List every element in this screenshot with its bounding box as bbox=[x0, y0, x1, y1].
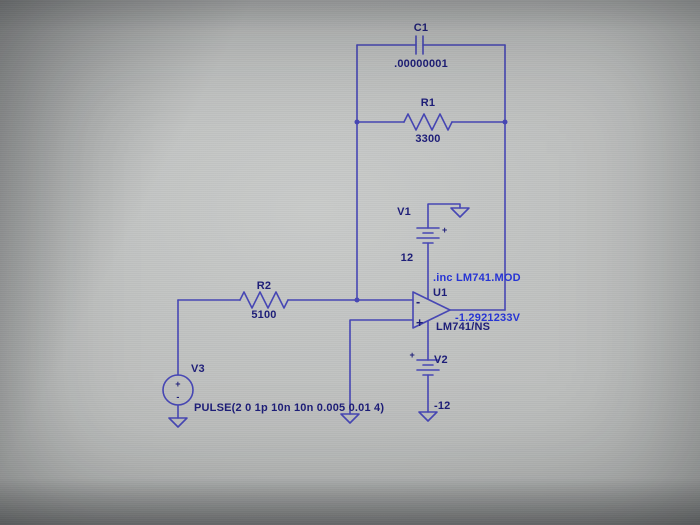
component-value-R1[interactable]: 3300 bbox=[415, 133, 440, 145]
resistor-zigzag bbox=[239, 291, 289, 309]
wire-net[interactable] bbox=[177, 44, 506, 419]
probe-voltage-readout[interactable]: -1.2921233V bbox=[455, 312, 521, 324]
ground-symbol-v3[interactable] bbox=[168, 417, 188, 428]
noninverting-input-sign: + bbox=[416, 316, 424, 330]
polarity-minus-sign: - bbox=[176, 392, 179, 402]
capacitor-C1[interactable]: C1 .00000001 bbox=[394, 22, 448, 70]
resistor-R2[interactable]: R2 5100 bbox=[239, 280, 289, 321]
resistor-zigzag bbox=[403, 113, 453, 131]
component-value-V2[interactable]: -12 bbox=[434, 400, 451, 412]
spice-directive-text[interactable]: .inc LM741.MOD bbox=[433, 272, 521, 284]
polarity-plus-sign: + bbox=[175, 379, 180, 389]
resistor-R1[interactable]: R1 3300 bbox=[403, 97, 453, 145]
voltage-source-V1[interactable]: + V1 12 bbox=[397, 206, 447, 264]
component-value-R2[interactable]: 5100 bbox=[251, 309, 276, 321]
junction-dot bbox=[354, 297, 360, 303]
component-model-U1[interactable]: LM741/NS bbox=[436, 321, 490, 333]
source-circle bbox=[162, 374, 194, 406]
ground-symbol-v1[interactable] bbox=[450, 207, 470, 218]
component-ref-V3[interactable]: V3 bbox=[191, 363, 205, 375]
polarity-plus-sign: + bbox=[442, 225, 447, 235]
component-ref-V1[interactable]: V1 bbox=[397, 206, 411, 218]
junction-dot bbox=[354, 119, 360, 125]
component-value-C1[interactable]: .00000001 bbox=[394, 58, 448, 70]
component-ref-C1[interactable]: C1 bbox=[414, 22, 428, 34]
voltage-source-V3[interactable]: + - V3 PULSE(2 0 1p 10n 10n 0.005 0.01 4… bbox=[162, 363, 384, 414]
component-value-V3[interactable]: PULSE(2 0 1p 10n 10n 0.005 0.01 4) bbox=[194, 402, 384, 414]
junction-dot bbox=[502, 119, 508, 125]
wire-v1-top-to-ground[interactable] bbox=[427, 203, 461, 229]
component-ref-U1[interactable]: U1 bbox=[433, 287, 447, 299]
component-value-V1[interactable]: 12 bbox=[401, 252, 414, 264]
ground-symbol-v2[interactable] bbox=[418, 411, 438, 422]
ground-symbol-noninverting[interactable] bbox=[340, 413, 360, 424]
opamp-U1[interactable]: - + U1 LM741/NS bbox=[412, 287, 490, 333]
inverting-input-sign: - bbox=[416, 295, 420, 309]
component-ref-R1[interactable]: R1 bbox=[421, 97, 435, 109]
voltage-source-V2[interactable]: + V2 -12 bbox=[410, 350, 451, 412]
wire-noninverting-input-to-ground[interactable] bbox=[349, 319, 414, 415]
component-ref-V2[interactable]: V2 bbox=[434, 354, 448, 366]
opamp-triangle bbox=[412, 291, 451, 329]
polarity-plus-sign: + bbox=[410, 350, 415, 360]
component-ref-R2[interactable]: R2 bbox=[257, 280, 271, 292]
